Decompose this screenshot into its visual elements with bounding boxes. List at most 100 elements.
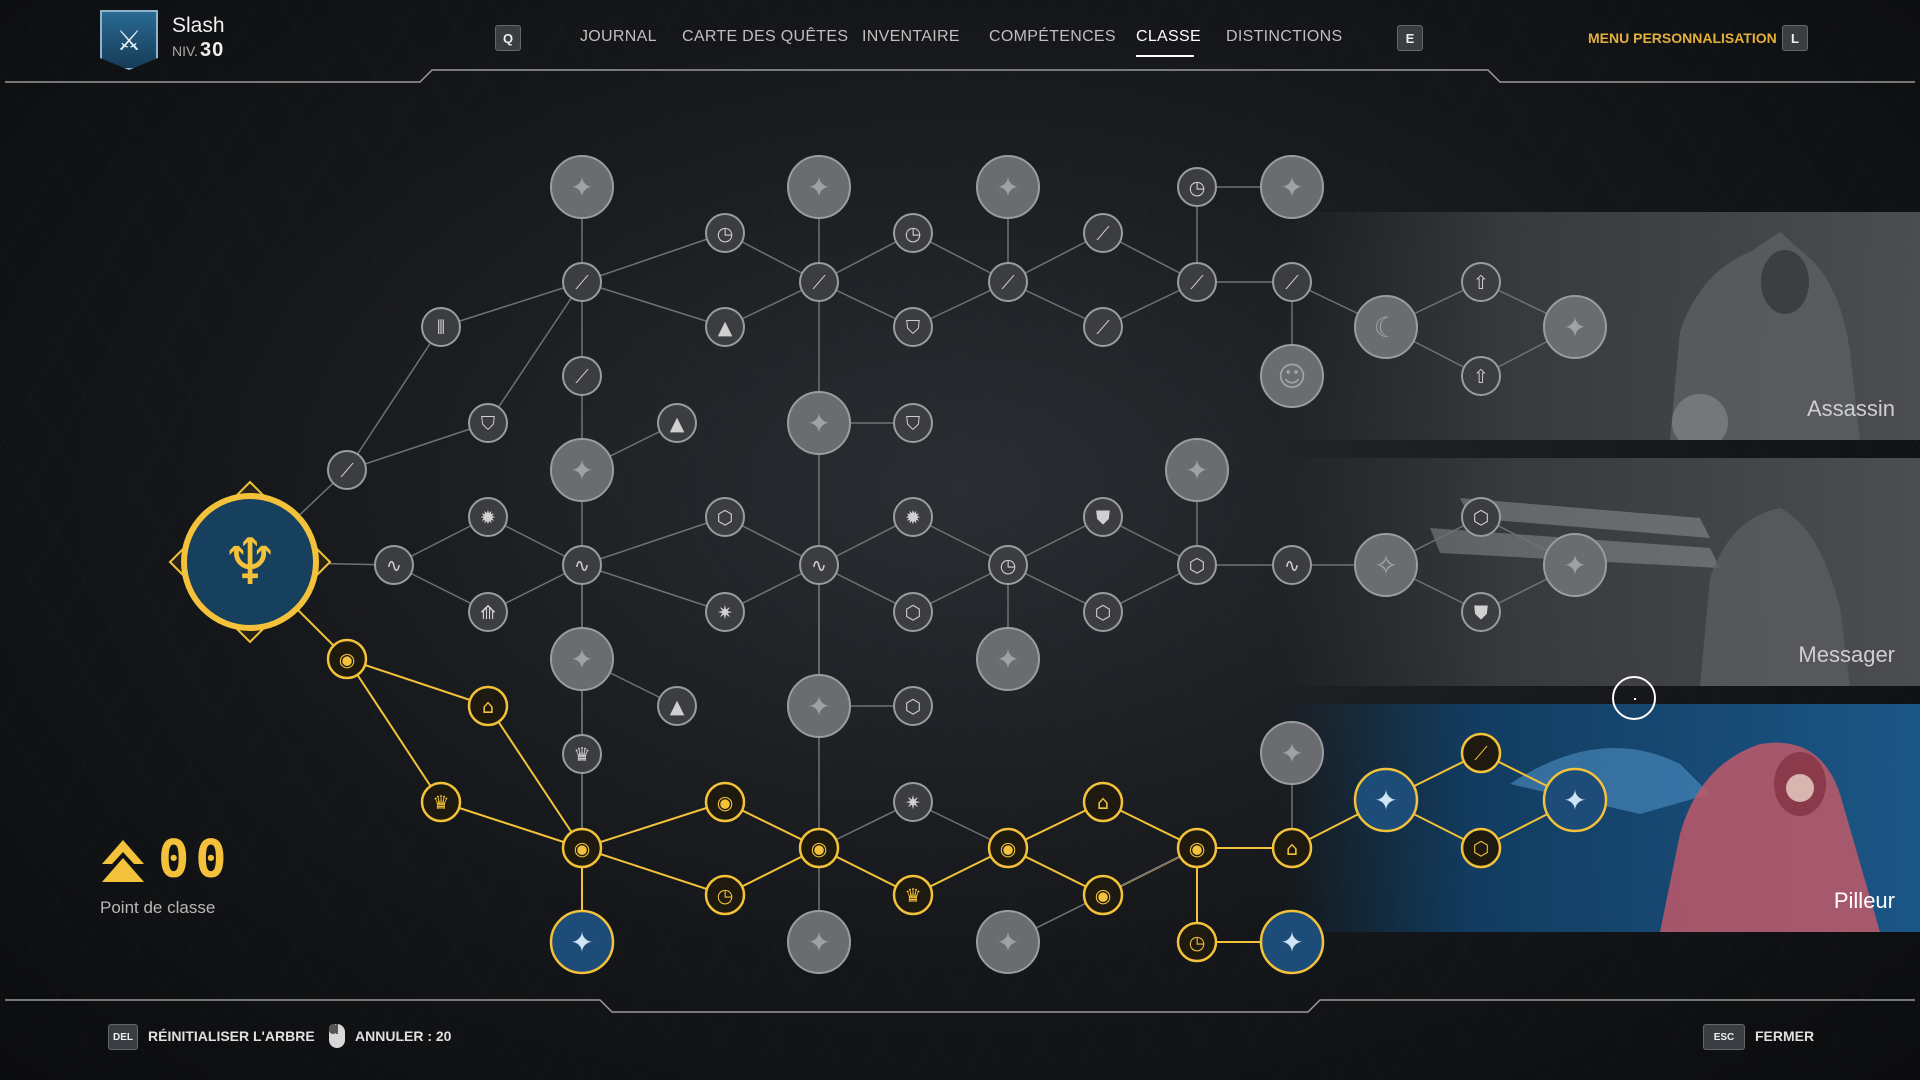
skill-node[interactable]: ♛ xyxy=(420,781,462,823)
skill-node[interactable]: ▲ xyxy=(657,686,697,726)
skill-node[interactable]: ⟋ xyxy=(1177,262,1217,302)
skill-major-node[interactable]: ✦ xyxy=(1260,721,1324,785)
skill-node[interactable]: ✷ xyxy=(893,782,933,822)
skill-node[interactable]: ◷ xyxy=(893,213,933,253)
skill-major-node[interactable]: ✦ xyxy=(550,627,614,691)
skill-node[interactable]: ✹ xyxy=(468,497,508,537)
skill-node[interactable]: ⬡ xyxy=(1461,497,1501,537)
skill-node[interactable]: ⌂ xyxy=(1271,827,1313,869)
skill-node[interactable]: ⟋ xyxy=(1083,307,1123,347)
skill-node[interactable]: ◉ xyxy=(1176,827,1218,869)
skill-node[interactable]: ⟋ xyxy=(1083,213,1123,253)
skill-node[interactable]: ⟰ xyxy=(468,592,508,632)
skill-node[interactable]: ◉ xyxy=(987,827,1029,869)
skill-node[interactable]: ◉ xyxy=(1082,874,1124,916)
skill-node[interactable]: ⌂ xyxy=(467,685,509,727)
skill-node[interactable]: ◷ xyxy=(704,874,746,916)
tab-competences[interactable]: COMPÉTENCES xyxy=(989,28,1116,45)
skill-node[interactable]: ⛉ xyxy=(893,307,933,347)
skill-node[interactable]: ⬡ xyxy=(1460,827,1502,869)
skill-node[interactable]: ⟋ xyxy=(1460,732,1502,774)
tab-classe[interactable]: CLASSE xyxy=(1136,28,1201,45)
skill-major-node[interactable]: ☾ xyxy=(1354,295,1418,359)
skill-node[interactable]: ✷ xyxy=(705,592,745,632)
skill-major-node[interactable]: ✦ xyxy=(787,391,851,455)
skill-node[interactable]: ◉ xyxy=(798,827,840,869)
skill-major-node[interactable]: ✦ xyxy=(1543,295,1607,359)
tab-journal[interactable]: JOURNAL xyxy=(580,28,657,45)
skill-major-node[interactable]: ✦ xyxy=(976,155,1040,219)
skill-node[interactable]: ♛ xyxy=(562,734,602,774)
skill-node[interactable]: ⬡ xyxy=(1083,592,1123,632)
skill-node[interactable]: ▲ xyxy=(705,307,745,347)
skill-node[interactable]: ◷ xyxy=(705,213,745,253)
skill-major-node[interactable]: ✦ xyxy=(1259,909,1325,975)
skill-major-node[interactable]: ✦ xyxy=(1543,533,1607,597)
class-root-node[interactable]: ♆ xyxy=(168,480,332,644)
skill-icon: ⛉ xyxy=(906,317,920,339)
skill-major-node[interactable]: ✦ xyxy=(787,910,851,974)
skill-node[interactable]: ⟋ xyxy=(327,450,367,490)
skill-major-node[interactable]: ✦ xyxy=(550,438,614,502)
close-button[interactable]: FERMER xyxy=(1755,1028,1815,1044)
skill-major-node[interactable]: ✧ xyxy=(1354,533,1418,597)
tree-connection xyxy=(581,281,726,328)
skill-node[interactable]: ⟋ xyxy=(799,262,839,302)
skill-node[interactable]: ⇧ xyxy=(1461,356,1501,396)
skill-node[interactable]: ⫴ xyxy=(421,307,461,347)
reset-tree-button[interactable]: RÉINITIALISER L'ARBRE xyxy=(148,1028,315,1044)
skill-major-node[interactable]: ✦ xyxy=(1260,155,1324,219)
tab-distinctions[interactable]: DISTINCTIONS xyxy=(1226,28,1343,45)
skill-node[interactable]: ⛊ xyxy=(1461,592,1501,632)
skill-icon: ✦ xyxy=(807,690,830,723)
skill-major-node[interactable]: ✦ xyxy=(1542,767,1608,833)
skill-major-node[interactable]: ✦ xyxy=(1353,767,1419,833)
skill-node[interactable]: ⬡ xyxy=(893,686,933,726)
skill-node[interactable]: ◷ xyxy=(1176,921,1218,963)
skill-major-node[interactable]: ✦ xyxy=(976,910,1040,974)
tab-inventaire[interactable]: INVENTAIRE xyxy=(862,28,960,45)
undo-button[interactable]: ANNULER : 20 xyxy=(355,1028,452,1044)
skill-node[interactable]: ◉ xyxy=(704,781,746,823)
prev-tab-key[interactable]: Q xyxy=(495,25,521,51)
skill-node[interactable]: ⌂ xyxy=(1082,781,1124,823)
skill-node[interactable]: ⛉ xyxy=(893,403,933,443)
skill-icon: ✷ xyxy=(905,792,921,814)
skill-node[interactable]: ◉ xyxy=(326,638,368,680)
skill-node[interactable]: ▲ xyxy=(657,403,697,443)
skill-node[interactable]: ∿ xyxy=(374,545,414,585)
skill-node[interactable]: ⇧ xyxy=(1461,262,1501,302)
skill-major-node[interactable]: ☺ xyxy=(1260,344,1324,408)
skill-node[interactable]: ⛉ xyxy=(468,403,508,443)
class-name: Assassin xyxy=(1806,396,1895,421)
skill-major-node[interactable]: ✦ xyxy=(787,155,851,219)
skill-node[interactable]: ⟋ xyxy=(988,262,1028,302)
skill-node[interactable]: ∿ xyxy=(799,545,839,585)
skill-node[interactable]: ⟋ xyxy=(562,262,602,302)
custom-menu-button[interactable]: MENU PERSONNALISATION xyxy=(1588,30,1777,46)
skill-node[interactable]: ⬡ xyxy=(893,592,933,632)
skill-node[interactable]: ◷ xyxy=(988,545,1028,585)
skill-node[interactable]: ✹ xyxy=(893,497,933,537)
tab-carte-des-quetes[interactable]: CARTE DES QUÊTES xyxy=(682,28,849,45)
skill-major-node[interactable]: ✦ xyxy=(1165,438,1229,502)
skill-node[interactable]: ⟋ xyxy=(1272,262,1312,302)
skill-node[interactable]: ♛ xyxy=(892,874,934,916)
skill-node[interactable]: ◷ xyxy=(1177,167,1217,207)
skill-node[interactable]: ◉ xyxy=(561,827,603,869)
skill-major-node[interactable]: ✦ xyxy=(550,155,614,219)
skill-node[interactable]: ⬡ xyxy=(1177,545,1217,585)
next-tab-key[interactable]: E xyxy=(1397,25,1423,51)
skill-node[interactable]: ⬡ xyxy=(705,497,745,537)
custom-menu-key[interactable]: L xyxy=(1782,25,1808,51)
reset-key[interactable]: DEL xyxy=(108,1024,138,1050)
skill-icon: ◉ xyxy=(1095,885,1112,907)
skill-node[interactable]: ∿ xyxy=(1272,545,1312,585)
skill-major-node[interactable]: ✦ xyxy=(787,674,851,738)
skill-node[interactable]: ∿ xyxy=(562,545,602,585)
close-key[interactable]: ESC xyxy=(1703,1024,1745,1050)
skill-major-node[interactable]: ✦ xyxy=(976,627,1040,691)
skill-major-node[interactable]: ✦ xyxy=(549,909,615,975)
skill-node[interactable]: ⛊ xyxy=(1083,497,1123,537)
skill-node[interactable]: ⟋ xyxy=(562,356,602,396)
